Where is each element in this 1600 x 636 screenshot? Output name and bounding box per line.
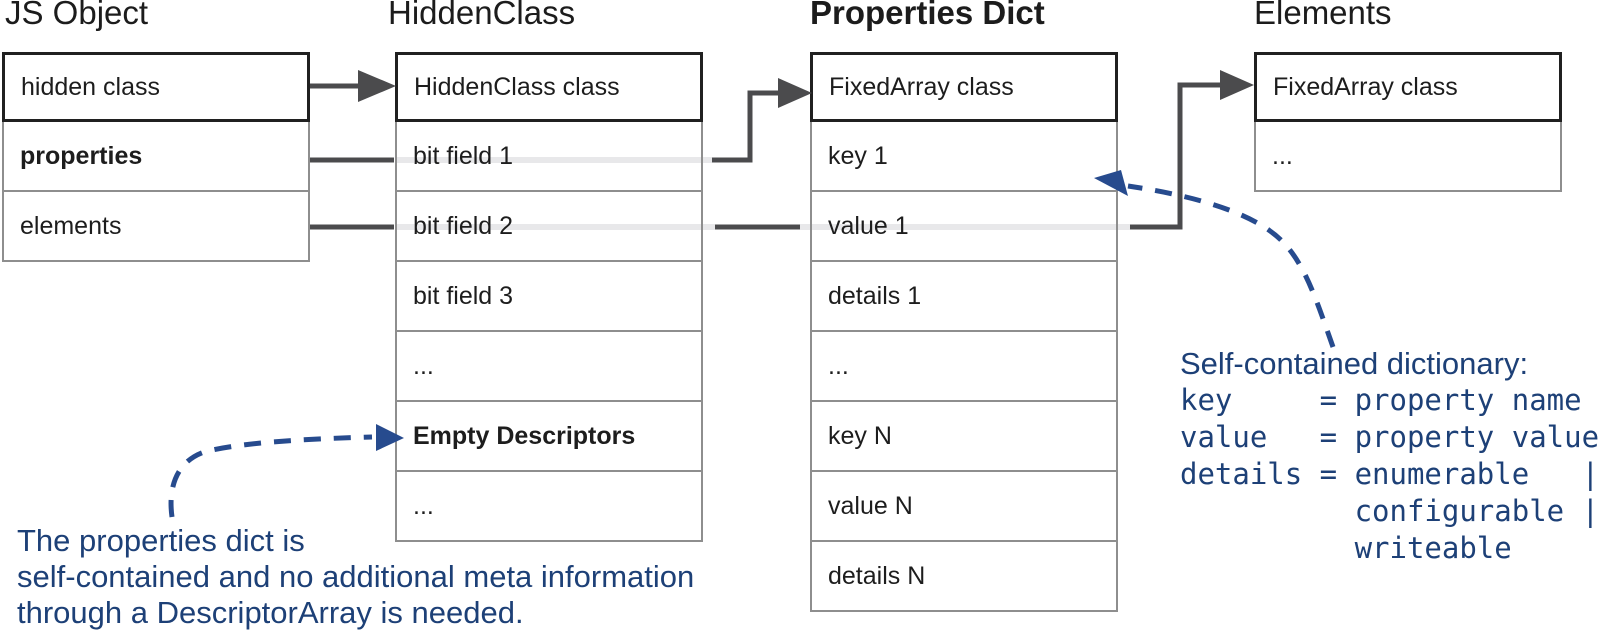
column-title-js-object: JS Object [5,0,149,31]
row-label: HiddenClass class [414,72,620,101]
code-line-key: key = property name [1180,383,1582,417]
row-label: details 1 [828,281,922,310]
row-label: key N [828,421,892,450]
row-ellipsis: ... [810,332,1118,402]
descriptor-note-line: through a DescriptorArray is needed. [17,595,524,630]
dictionary-note-heading: Self-contained dictionary: [1180,346,1529,381]
box-hiddenclass: HiddenClass class bit field 1 bit field … [395,52,703,542]
row-ellipsis: ... [1254,122,1562,192]
code-line-value: value = property value [1180,420,1600,454]
column-title-properties-dict: Properties Dict [810,0,1045,31]
row-value-1: value 1 [810,192,1118,262]
arrow-properties-to-properties-dict-line [712,90,780,163]
column-title-elements: Elements [1254,0,1392,31]
row-hiddenclass-class: HiddenClass class [395,52,703,122]
row-elements: elements [2,192,310,262]
row-label: ... [413,351,434,380]
row-label: bit field 3 [413,281,514,310]
row-ellipsis: ... [395,472,703,542]
box-elements: FixedArray class ... [1254,52,1562,192]
arrowhead-to-properties-dict-icon [778,78,812,108]
row-label: ... [828,351,849,380]
dashed-arrow-to-empty-descriptors-line [168,434,373,518]
box-properties-dict: FixedArray class key 1 value 1 details 1… [810,52,1118,612]
row-label: bit field 2 [413,211,514,240]
row-value-n: value N [810,472,1118,542]
dictionary-note-code: key = property name value = property val… [1180,382,1599,567]
column-title-hiddenclass: HiddenClass [388,0,576,31]
box-js-object: hidden class properties elements [2,52,310,262]
row-details-n: details N [810,542,1118,612]
dashed-arrow-to-key1-line [1127,183,1336,348]
row-label: value 1 [828,211,909,240]
code-line-configurable: configurable | [1180,494,1600,528]
row-label: value N [828,491,913,520]
row-label: elements [20,211,122,240]
row-details-1: details 1 [810,262,1118,332]
row-label: key 1 [828,141,888,170]
row-label: ... [413,491,434,520]
row-label: details N [828,561,926,590]
row-ellipsis: ... [395,332,703,402]
code-line-details: details = enumerable | [1180,457,1600,491]
row-label: Empty Descriptors [413,421,636,450]
dictionary-note: Self-contained dictionary: [1180,346,1528,382]
row-label: bit field 1 [413,141,514,170]
arrow-elements-to-elements-line [1130,82,1222,230]
arrowhead-to-elements-icon [1220,70,1254,100]
row-fixedarray-class: FixedArray class [1254,52,1562,122]
row-fixedarray-class: FixedArray class [810,52,1118,122]
code-line-writeable: writeable [1180,531,1512,565]
row-label: properties [20,141,143,170]
row-label: hidden class [21,72,160,101]
descriptor-note-line: The properties dict is [17,523,305,558]
arrowhead-to-hiddenclass-icon [358,70,396,102]
row-key-n: key N [810,402,1118,472]
row-label: ... [1272,141,1293,170]
row-label: FixedArray class [829,72,1014,101]
descriptor-note-line: self-contained and no additional meta in… [17,559,695,594]
row-bit-field-3: bit field 3 [395,262,703,332]
row-bit-field-2: bit field 2 [395,192,703,262]
descriptor-note: The properties dict is self-contained an… [17,523,694,631]
row-hidden-class: hidden class [2,52,310,122]
row-label: FixedArray class [1273,72,1458,101]
row-key-1: key 1 [810,122,1118,192]
row-properties: properties [2,122,310,192]
row-bit-field-1: bit field 1 [395,122,703,192]
row-empty-descriptors: Empty Descriptors [395,402,703,472]
